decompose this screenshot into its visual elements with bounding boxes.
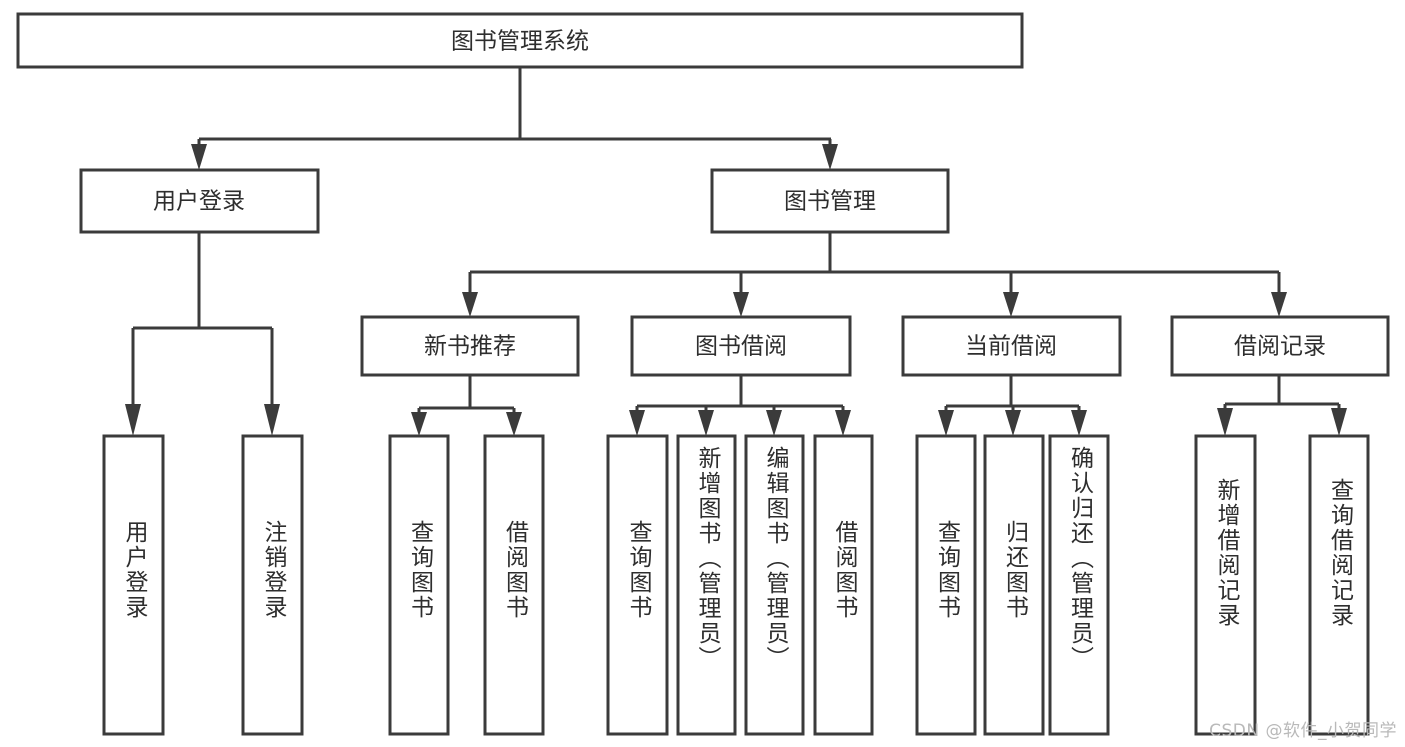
node-leaf-add-book-box[interactable] [676,434,737,736]
arrowhead-leaf-query-book-1 [411,412,427,436]
arrowhead-borrow-record [1271,292,1287,317]
edges-borrow-record-to-leaves [1217,375,1347,436]
node-book-manage-label: 图书管理 [784,189,876,215]
arrowhead-user-login [191,144,207,170]
arrowhead-leaf-return-book [1005,410,1021,436]
arrowhead-leaf-user-login [125,404,141,436]
node-leaf-query-book-2-box[interactable] [606,434,669,736]
arrowhead-book-borrow [733,292,749,317]
node-borrow-record-label: 借阅记录 [1234,334,1326,360]
node-user-login-label: 用户登录 [153,189,245,215]
node-leaf-add-record-box[interactable] [1194,434,1257,736]
arrowhead-leaf-query-book-3 [938,410,954,436]
node-new-book-recommend-label: 新书推荐 [424,334,516,360]
arrowhead-book-manage [822,144,838,170]
node-borrow-record[interactable]: 借阅记录 [1170,315,1390,377]
arrowhead-leaf-user-logout [264,404,280,436]
node-root-box[interactable] [16,12,1024,69]
arrowhead-leaf-borrow-book-1 [506,412,522,436]
arrowhead-new-book-recommend [462,292,478,317]
edges-book-manage-to-level3 [462,232,1287,317]
node-leaf-borrow-book-1-box[interactable] [483,434,545,736]
node-leaf-query-book-3-box[interactable] [915,434,977,736]
node-book-manage[interactable]: 图书管理 [710,168,950,234]
edges-user-login-to-leaves [125,232,280,436]
leaf-boxes[interactable] [102,434,1370,736]
node-leaf-confirm-return-box[interactable] [1048,434,1110,736]
node-current-borrow-label: 当前借阅 [965,334,1057,360]
node-book-borrow-label: 图书借阅 [695,334,787,360]
node-book-borrow[interactable]: 图书借阅 [630,315,852,377]
node-leaf-borrow-book-2-box[interactable] [813,434,874,736]
edges-book-borrow-to-leaves [629,375,851,436]
node-book-borrow-box[interactable] [630,315,852,377]
arrowhead-leaf-add-record [1217,408,1233,436]
arrowhead-leaf-edit-book [766,410,782,436]
node-user-login-box[interactable] [79,168,320,234]
arrowhead-current-borrow [1003,292,1019,317]
arrowhead-leaf-query-book-2 [629,410,645,436]
node-leaf-user-logout-box[interactable] [241,434,304,736]
node-root-label: 图书管理系统 [451,29,589,55]
edges-new-book-recommend-to-leaves [411,375,522,436]
node-leaf-return-book-box[interactable] [983,434,1045,736]
node-leaf-query-record-box[interactable] [1308,434,1370,736]
node-new-book-recommend-box[interactable] [360,315,580,377]
arrowhead-leaf-confirm-return [1071,410,1087,436]
watermark-label: CSDN @软件_小贺同学 [1209,721,1397,741]
edges-root-to-level2 [191,67,838,170]
arrowhead-leaf-query-record [1331,408,1347,436]
arrowhead-leaf-add-book [698,410,714,436]
node-user-login[interactable]: 用户登录 [79,168,320,234]
edges-current-borrow-to-leaves [938,375,1087,436]
node-leaf-query-book-1-box[interactable] [388,434,450,736]
arrowhead-leaf-borrow-book-2 [835,410,851,436]
node-new-book-recommend[interactable]: 新书推荐 [360,315,580,377]
node-current-borrow[interactable]: 当前借阅 [901,315,1122,377]
node-borrow-record-box[interactable] [1170,315,1390,377]
node-book-manage-box[interactable] [710,168,950,234]
node-leaf-user-login-box[interactable] [102,434,165,736]
node-leaf-edit-book-box[interactable] [744,434,805,736]
node-root[interactable]: 图书管理系统 [16,12,1024,69]
node-current-borrow-box[interactable] [901,315,1122,377]
